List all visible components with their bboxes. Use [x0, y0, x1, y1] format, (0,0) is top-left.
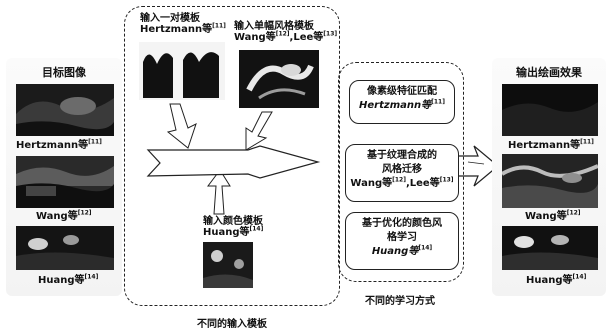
main-flow-arrow-icon — [146, 145, 321, 179]
arrow-from-single-icon — [245, 111, 273, 151]
input-templates-group — [124, 6, 340, 306]
output-caption-hertzmann: Hertzmann等[11] — [508, 138, 594, 151]
pair-template-title: 输入一对模板 Hertzmann等[11] — [140, 13, 226, 35]
output-caption-wang: Wang等[12] — [525, 209, 581, 222]
color-template-title: 输入颜色模板 Huang等[14] — [203, 216, 264, 238]
output-image-hertzmann — [502, 84, 598, 136]
method-color-optimization: 基于优化的颜色风 格学习 Huang等[14] — [345, 212, 459, 270]
output-caption-huang: Huang等[14] — [526, 273, 587, 286]
target-image-huang — [16, 226, 114, 270]
target-images-title: 目标图像 — [42, 66, 86, 79]
method-pixel-matching: 像素级特征匹配 Hertzmann等[11] — [349, 80, 455, 124]
arrow-from-pair-icon — [166, 103, 197, 149]
input-templates-caption: 不同的输入模板 — [197, 319, 267, 330]
learning-methods-group — [338, 62, 464, 282]
output-image-huang — [502, 226, 598, 270]
target-caption-hertzmann: Hertzmann等[11] — [16, 138, 102, 151]
single-style-template-image — [239, 50, 319, 108]
learning-methods-caption: 不同的学习方式 — [365, 296, 435, 307]
method-texture-synthesis: 基于纹理合成的 风格迁移 Wang等[12],Lee等[13] — [345, 144, 459, 202]
output-image-wang — [502, 154, 598, 208]
target-caption-wang: Wang等[12] — [36, 209, 92, 222]
arrow-from-color-icon — [207, 169, 231, 215]
target-image-hertzmann — [16, 84, 114, 136]
target-caption-huang: Huang等[14] — [38, 273, 99, 286]
single-template-title: 输入单幅风格模板 Wang等[12],Lee等[13] — [234, 21, 338, 43]
pair-template-image — [139, 42, 225, 100]
output-arrow-icon — [457, 145, 499, 187]
color-template-image — [203, 242, 253, 288]
target-image-wang — [16, 156, 114, 208]
output-effects-title: 输出绘画效果 — [516, 66, 582, 79]
